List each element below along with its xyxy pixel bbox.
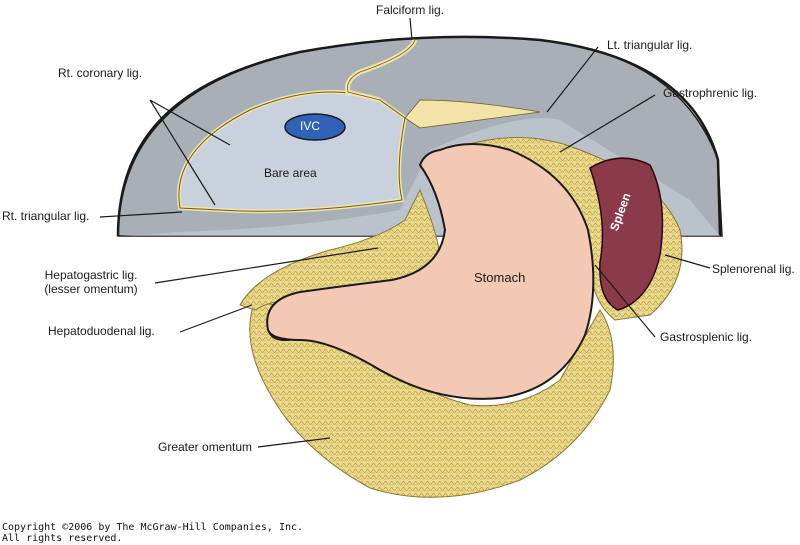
rt-coronary-label: Rt. coronary lig.: [58, 66, 143, 80]
copyright-line-2: All rights reserved.: [2, 533, 123, 544]
dome-outline: [116, 35, 722, 237]
rt-triangular-label: Rt. triangular lig.: [2, 209, 90, 223]
stomach-label: Stomach: [474, 270, 526, 285]
greater-omentum-label: Greater omentum: [158, 440, 253, 454]
left-triangular-ligament: [404, 99, 541, 129]
splenorenal-label: Splenorenal lig.: [712, 262, 795, 276]
hepatogastric-label: Hepatogastric lig. (lesser omentum): [20, 268, 162, 296]
copyright-notice: Copyright ©2006 by The McGraw-Hill Compa…: [2, 522, 303, 544]
stomach-shape: [266, 143, 595, 400]
lt-triangular-label: Lt. triangular lig.: [607, 38, 693, 52]
hepatogastric-label-line2: (lesser omentum): [44, 282, 138, 296]
spleen-shape: [589, 157, 664, 311]
leader-lines: [99, 17, 711, 448]
gastrosplenic-label: Gastrosplenic lig.: [660, 330, 753, 344]
ivc-shape: [284, 113, 346, 141]
hepatoduodenal-label: Hepatoduodenal lig.: [48, 324, 155, 338]
gastrophrenic-label: Gastrophrenic lig.: [663, 86, 758, 100]
ivc-label: IVC: [300, 119, 321, 133]
copyright-line-1: Copyright ©2006 by The McGraw-Hill Compa…: [2, 522, 304, 533]
falciform-label: Falciform lig.: [376, 3, 445, 17]
pylorus-curl: [267, 329, 291, 342]
hepatogastric-label-line1: Hepatogastric lig.: [44, 268, 138, 282]
bare-area-label: Bare area: [264, 166, 317, 180]
